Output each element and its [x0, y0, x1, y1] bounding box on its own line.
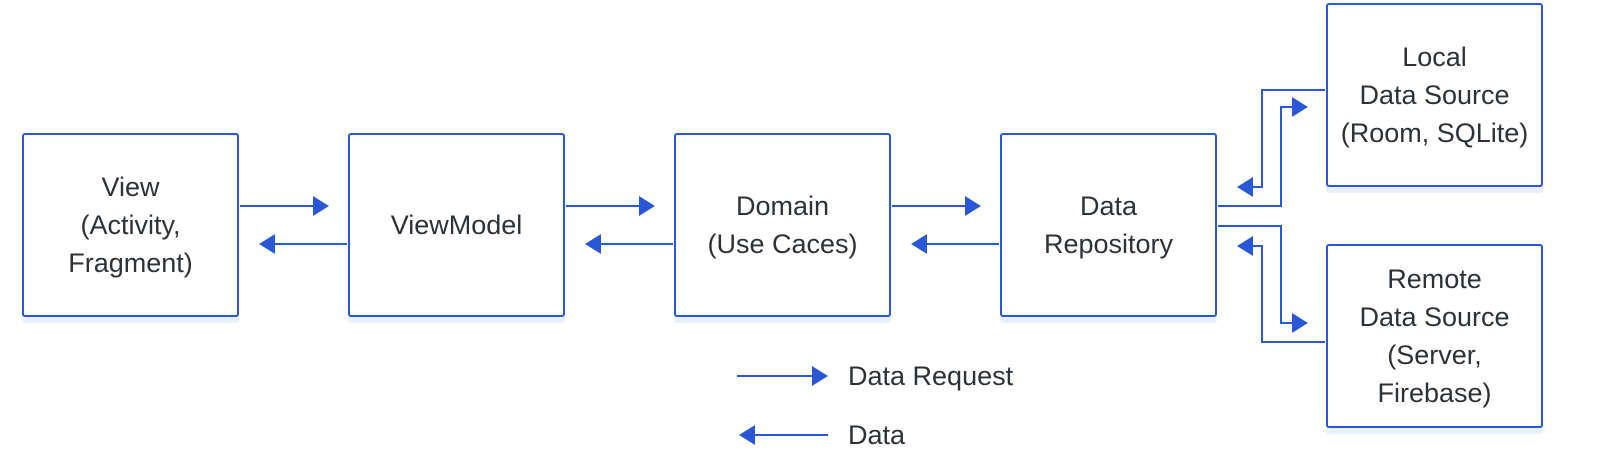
- arrowhead-repository-to-remote: [1292, 313, 1308, 333]
- arrowhead-viewmodel-to-domain: [639, 196, 655, 216]
- viewmodel-node: ViewModel: [348, 133, 565, 317]
- arrowhead-domain-to-repository: [965, 196, 981, 216]
- domain-node-label: Domain (Use Caces): [707, 191, 858, 259]
- arrowhead-domain-to-viewmodel: [585, 234, 601, 254]
- view-node: View (Activity, Fragment): [22, 133, 239, 317]
- arrowhead-repository-to-domain: [911, 234, 927, 254]
- arrowhead-remote-to-repository: [1237, 236, 1253, 256]
- legend-data-label: Data: [848, 420, 906, 450]
- local-data-source-node-label: Local Data Source (Room, SQLite): [1340, 42, 1529, 148]
- domain-node: Domain (Use Caces): [674, 133, 891, 317]
- local-data-source-node: Local Data Source (Room, SQLite): [1326, 3, 1543, 187]
- repository-node-label: Data Repository: [1043, 191, 1174, 259]
- legend-request-arrowhead: [812, 366, 828, 386]
- edge-repository-to-local: [1218, 106, 1292, 207]
- edge-local-to-repository: [1253, 89, 1325, 188]
- arrowhead-view-to-viewmodel: [313, 196, 329, 216]
- remote-data-source-node-label: Remote Data Source (Server, Firebase): [1359, 264, 1510, 408]
- viewmodel-node-label: ViewModel: [390, 210, 523, 240]
- legend-data-arrowhead: [739, 425, 755, 445]
- edge-remote-to-repository: [1253, 245, 1325, 343]
- repository-node: Data Repository: [1000, 133, 1217, 317]
- view-node-label: View (Activity, Fragment): [68, 172, 193, 278]
- arrowhead-local-to-repository: [1237, 177, 1253, 197]
- arrowhead-viewmodel-to-view: [259, 234, 275, 254]
- arrowhead-repository-to-local: [1292, 97, 1308, 117]
- legend-request-label: Data Request: [848, 361, 1014, 391]
- edge-repository-to-remote: [1218, 225, 1292, 324]
- remote-data-source-node: Remote Data Source (Server, Firebase): [1326, 244, 1543, 428]
